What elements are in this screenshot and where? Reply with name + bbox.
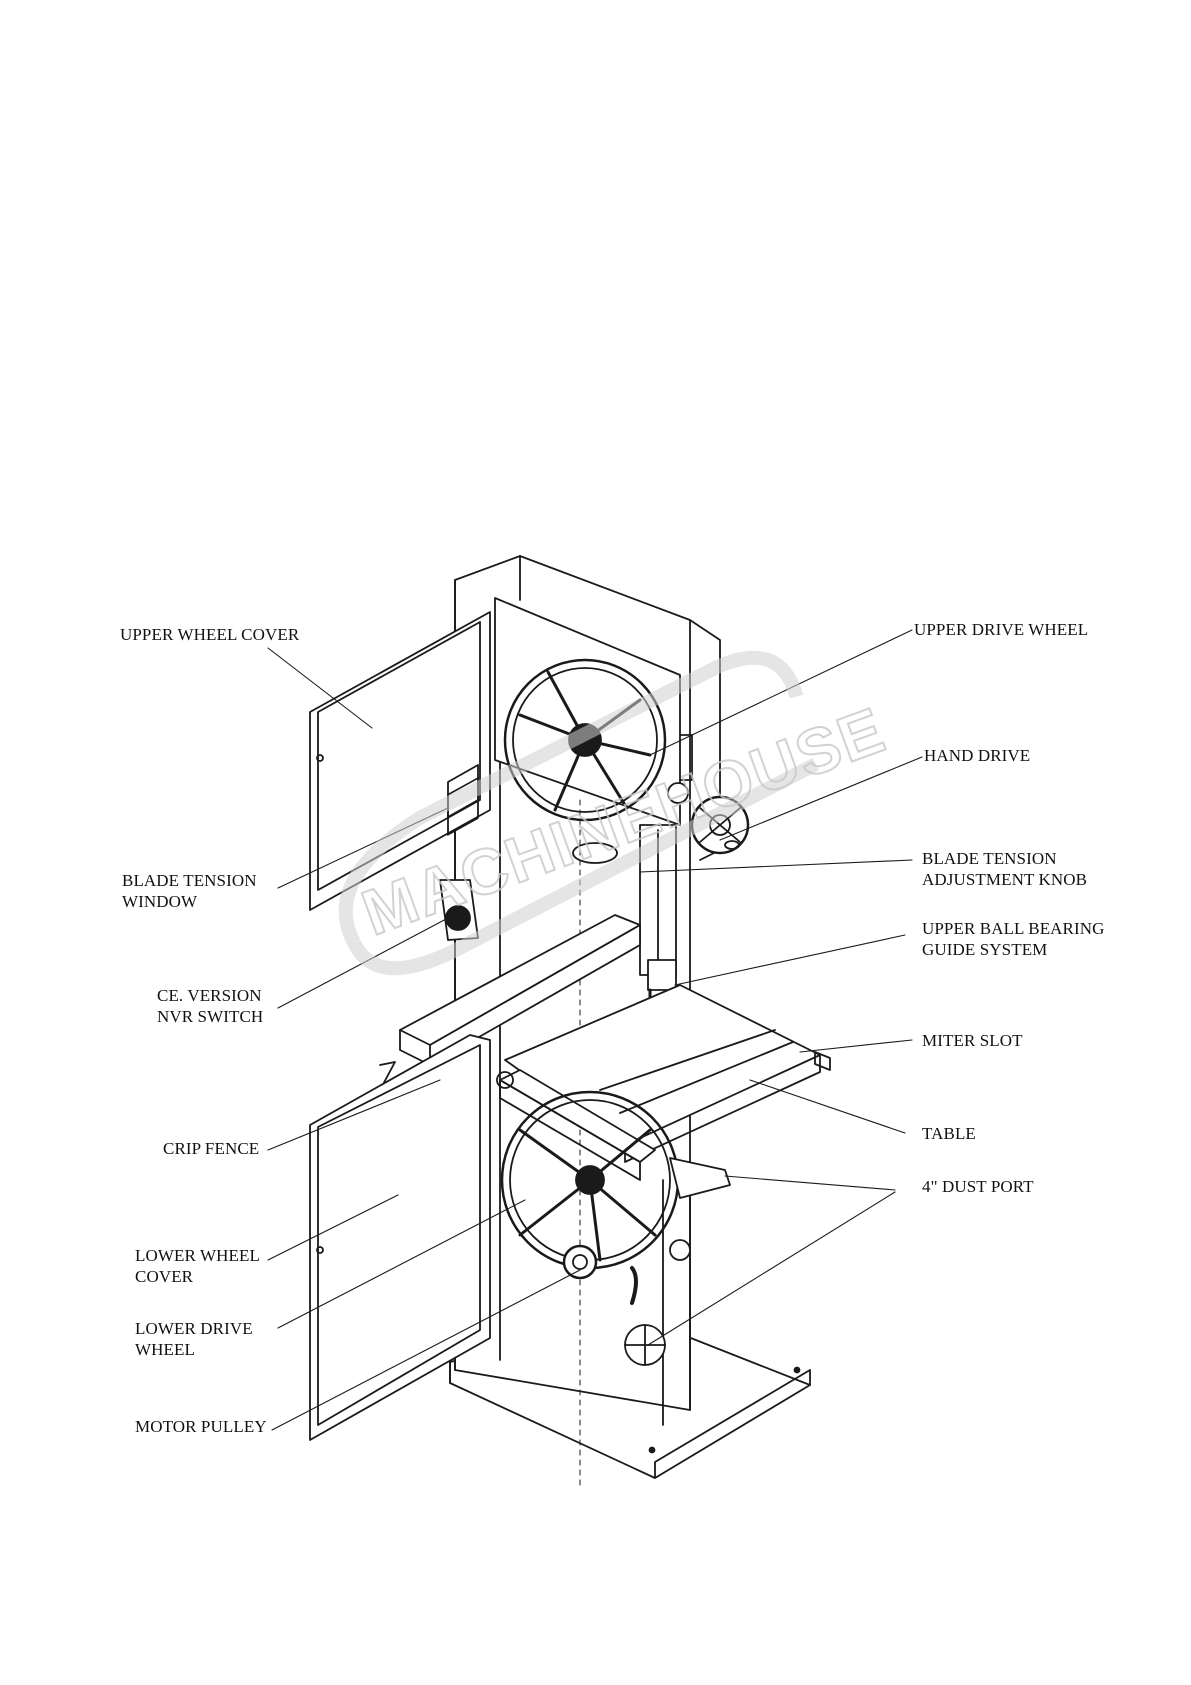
- label-upper-ball-bearing-guide-system: UPPER BALL BEARING GUIDE SYSTEM: [922, 918, 1105, 960]
- label-table: TABLE: [922, 1123, 976, 1144]
- label-lower-drive-wheel: LOWER DRIVE WHEEL: [135, 1318, 253, 1360]
- label-blade-tension-window: BLADE TENSION WINDOW: [122, 870, 257, 912]
- label-dust-port: 4" DUST PORT: [922, 1176, 1034, 1197]
- label-lower-wheel-cover: LOWER WHEEL COVER: [135, 1245, 260, 1287]
- label-ce-version-nvr-switch: CE. VERSION NVR SWITCH: [157, 985, 263, 1027]
- label-miter-slot: MITER SLOT: [922, 1030, 1023, 1051]
- label-motor-pulley: MOTOR PULLEY: [135, 1416, 267, 1437]
- label-hand-drive: HAND DRIVE: [924, 745, 1030, 766]
- label-blade-tension-adjustment-knob: BLADE TENSION ADJUSTMENT KNOB: [922, 848, 1087, 890]
- label-upper-wheel-cover: UPPER WHEEL COVER: [120, 624, 299, 645]
- label-crip-fence: CRIP FENCE: [163, 1138, 259, 1159]
- label-upper-drive-wheel: UPPER DRIVE WHEEL: [914, 619, 1088, 640]
